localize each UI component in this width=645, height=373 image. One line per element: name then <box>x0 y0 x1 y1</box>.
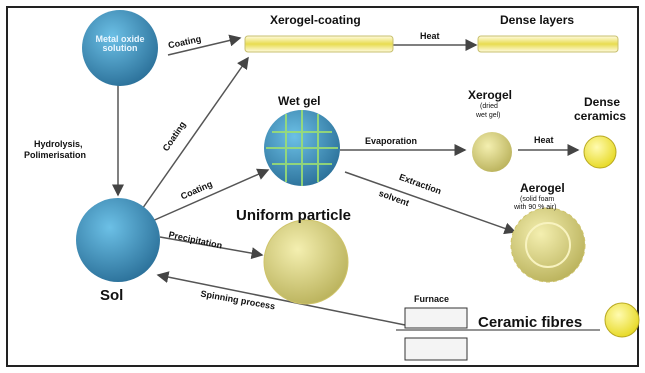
uniform-particle-disc <box>263 219 349 305</box>
arrow-coating-diag <box>139 56 249 213</box>
wet-gel-label: Wet gel <box>278 94 321 108</box>
sol-disc <box>76 198 160 282</box>
furnace-box-top <box>404 307 468 329</box>
xerogel-note-1: (dried <box>480 103 498 110</box>
metal-oxide-disc <box>82 10 158 86</box>
xerogel-coating-label: Xerogel-coating <box>270 13 361 27</box>
arrow-extraction <box>344 171 517 235</box>
aerogel-inner-ring <box>525 222 571 268</box>
aerogel-disc <box>510 207 586 283</box>
arrow-spinning <box>156 271 406 326</box>
edge-label-hydrolysis-2: Polimerisation <box>24 150 87 160</box>
xerogel-disc <box>472 132 512 172</box>
diagram-frame <box>6 6 639 367</box>
furnace-box-bottom <box>404 337 468 361</box>
sol-label: Sol <box>100 287 124 304</box>
aerogel-label: Aerogel <box>520 181 565 195</box>
arrow-coating-top <box>167 34 242 56</box>
arrow-coating-wetgel <box>149 168 270 223</box>
edge-label-hydrolysis-1: Hydrolysis, <box>34 139 83 149</box>
xerogel-note-2: wet gel) <box>476 112 501 119</box>
wet-gel-grid <box>266 110 338 186</box>
edge-label-heat-right: Heat <box>534 135 554 145</box>
metal-oxide-label: Metal oxide solution <box>95 34 145 54</box>
ceramic-fibres-label: Ceramic fibres <box>478 314 583 331</box>
arrow-precipitation <box>159 236 264 260</box>
dense-layers-label: Dense layers <box>500 13 575 27</box>
dense-layers-bar <box>477 35 619 53</box>
furnace-label: Furnace <box>414 294 450 304</box>
dense-ceramics-disc <box>583 135 617 169</box>
dense-ceramics-label-1: Dense <box>584 95 621 109</box>
aerogel-note-2: with 90 % air) <box>514 204 557 211</box>
ceramic-fibres-disc <box>604 302 640 338</box>
edge-lines <box>112 34 580 326</box>
uniform-particle-label: Uniform particle <box>236 207 352 224</box>
dense-ceramics-label-2: ceramics <box>574 109 627 123</box>
xerogel-coating-bar <box>244 35 394 53</box>
xerogel-label: Xerogel <box>468 88 513 102</box>
edge-label-evaporation: Evaporation <box>365 136 418 146</box>
edge-label-heat-top: Heat <box>420 31 440 41</box>
aerogel-note-1: (solid foam <box>520 196 555 203</box>
